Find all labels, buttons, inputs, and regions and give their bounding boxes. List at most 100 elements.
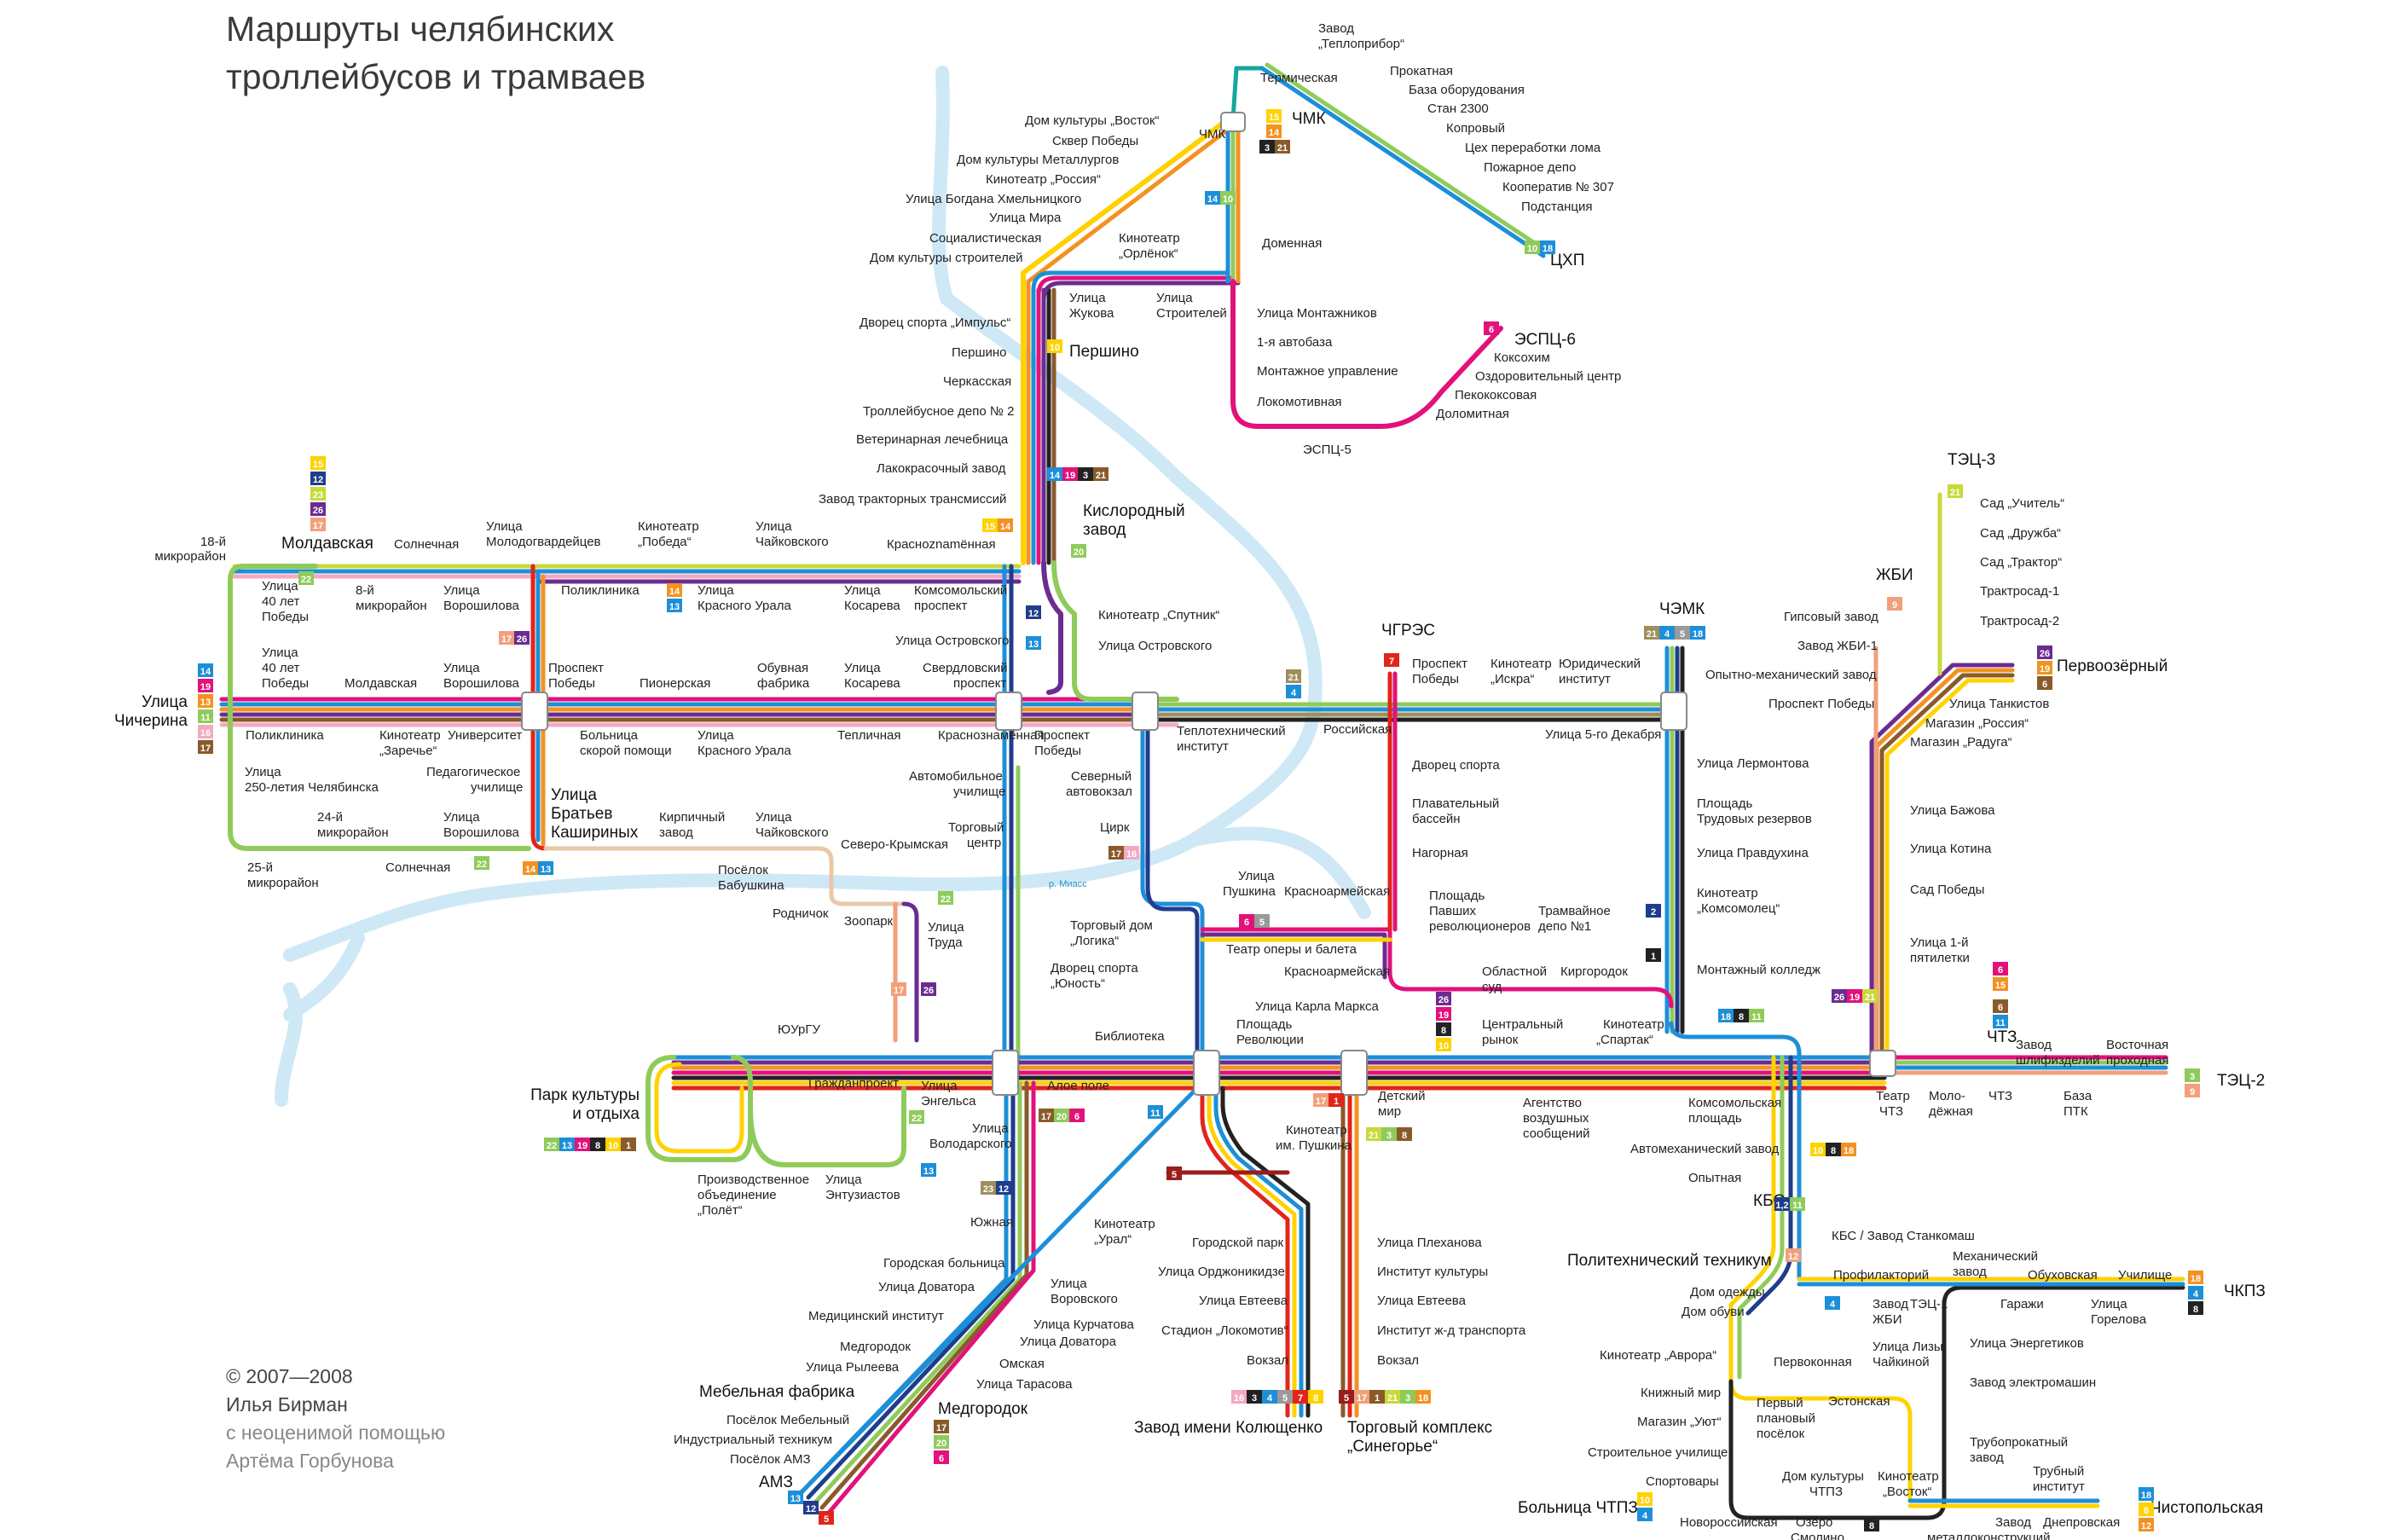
station-label: Больница xyxy=(580,728,639,743)
svg-text:18: 18 xyxy=(1693,629,1703,640)
station-label: Агентство xyxy=(1523,1096,1582,1110)
station-label: Красноармейская xyxy=(1284,964,1390,979)
svg-text:3: 3 xyxy=(2190,1072,2195,1082)
station-label: институт xyxy=(1177,739,1229,754)
station-label: Улица Евтеева xyxy=(1199,1294,1288,1308)
svg-text:10: 10 xyxy=(1640,1496,1650,1506)
station-label: пятилетки xyxy=(1910,951,1970,965)
station-label: „Победа“ xyxy=(638,535,692,549)
svg-text:4: 4 xyxy=(1642,1511,1648,1521)
svg-text:15: 15 xyxy=(313,460,323,470)
station-label: База xyxy=(2064,1089,2093,1103)
station-label: Улица Доватора xyxy=(1020,1334,1117,1349)
station-label: Братьев xyxy=(551,805,612,823)
svg-text:15: 15 xyxy=(1269,113,1279,123)
station-label: Профилакторий xyxy=(1833,1268,1929,1282)
svg-text:13: 13 xyxy=(541,865,551,875)
svg-text:6: 6 xyxy=(1998,965,2003,976)
station-label: ЧКПЗ xyxy=(2224,1282,2266,1300)
station-label: Улица xyxy=(972,1121,1009,1136)
station-label: Улица Лизы xyxy=(1873,1340,1943,1354)
svg-text:21: 21 xyxy=(1387,1393,1398,1404)
svg-text:8: 8 xyxy=(1313,1393,1318,1404)
station-label: фабрика xyxy=(757,676,810,691)
station-label: „Искра“ xyxy=(1491,672,1535,686)
svg-text:17: 17 xyxy=(313,521,323,531)
station-label: Вокзал xyxy=(1377,1353,1419,1368)
station-label: центр xyxy=(967,836,1001,850)
station-label: Больница ЧТПЗ xyxy=(1518,1499,1638,1517)
station-label: Поликлиника xyxy=(246,728,324,743)
station-label: Улица xyxy=(443,810,480,825)
svg-text:3: 3 xyxy=(1083,471,1088,481)
station-label: Трудовых резервов xyxy=(1697,812,1812,826)
station-label: институт xyxy=(2033,1479,2085,1494)
station-label: микрорайон xyxy=(154,549,226,564)
svg-text:18: 18 xyxy=(1418,1393,1428,1404)
station-label: Кинотеатр xyxy=(1119,231,1180,246)
svg-text:18: 18 xyxy=(1844,1146,1854,1156)
svg-text:7: 7 xyxy=(1389,657,1394,667)
station-label: Улица xyxy=(245,765,281,779)
svg-text:4: 4 xyxy=(2193,1289,2199,1300)
station-label: „Спартак“ xyxy=(1596,1033,1653,1047)
station-label: микрорайон xyxy=(247,876,319,890)
station-label: ЧГРЭС xyxy=(1381,622,1435,640)
station-label: Красноармейская xyxy=(1284,884,1390,899)
station-label: Локомотивная xyxy=(1257,395,1342,409)
station-label: микрорайон xyxy=(317,825,389,840)
svg-text:17: 17 xyxy=(501,634,512,645)
station-label: ЧЭМК xyxy=(1659,600,1705,618)
station-label: Спортовары xyxy=(1646,1474,1719,1489)
station-label: Посёлок АМЗ xyxy=(730,1452,811,1467)
station-label: Городской парк xyxy=(1192,1236,1283,1250)
station-label: Нагорная xyxy=(1412,846,1468,860)
svg-text:9: 9 xyxy=(2190,1087,2195,1097)
svg-text:4: 4 xyxy=(1291,688,1297,698)
station-label: Улица xyxy=(698,728,734,743)
station-label: Улица Энергетиков xyxy=(1970,1336,2084,1351)
station-label: Трубный xyxy=(2033,1464,2084,1479)
station-label: посёлок xyxy=(1757,1427,1805,1441)
svg-text:6: 6 xyxy=(1244,918,1249,928)
svg-text:1: 1 xyxy=(1334,1097,1339,1107)
station-label: ЧТЗ xyxy=(1879,1104,1903,1119)
station-label: „Урал“ xyxy=(1094,1232,1132,1247)
svg-text:21: 21 xyxy=(1096,471,1106,481)
station-label: Сквер Победы xyxy=(1052,134,1138,148)
svg-text:1: 1 xyxy=(1375,1393,1380,1404)
station-label: Чайкиной xyxy=(1873,1355,1930,1369)
station-label: Красного Урала xyxy=(698,744,791,758)
station-label: Бабушкина xyxy=(718,878,784,893)
station-label: Победы xyxy=(548,676,595,691)
map-title: Маршруты челябинских троллейбусов и трам… xyxy=(226,5,645,101)
station-label: Улица xyxy=(443,583,480,598)
station-label: АМЗ xyxy=(759,1473,793,1491)
station-label: Улица xyxy=(142,693,188,711)
station-label: Дворец спорта „Импульс“ xyxy=(860,316,1010,330)
station-label: Площадь xyxy=(1236,1017,1292,1032)
svg-text:8: 8 xyxy=(595,1141,600,1151)
svg-text:16: 16 xyxy=(200,728,211,738)
station-label: Оздоровительный центр xyxy=(1475,369,1621,384)
svg-text:13: 13 xyxy=(669,602,680,612)
svg-text:1,2: 1,2 xyxy=(1775,1201,1788,1211)
station-label: революционеров xyxy=(1429,919,1531,934)
station-label: База оборудования xyxy=(1409,83,1525,97)
station-label: Гражданпроект xyxy=(808,1076,899,1091)
station-label: Улица Островского xyxy=(1098,639,1212,653)
svg-text:22: 22 xyxy=(941,894,951,905)
station-label: Первоозёрный xyxy=(2057,657,2168,675)
station-label: ЧТЗ xyxy=(1988,1089,2012,1103)
station-label: Алое поле xyxy=(1047,1079,1109,1093)
station-label: Поликлиника xyxy=(561,583,640,598)
station-label: Медицинский институт xyxy=(808,1309,944,1323)
station-label: Улица Островского xyxy=(895,634,1009,648)
station-label: Завод электромашин xyxy=(1970,1375,2096,1390)
svg-text:19: 19 xyxy=(2040,664,2050,674)
station-label: ЭСПЦ-6 xyxy=(1514,331,1576,349)
svg-text:12: 12 xyxy=(313,475,323,485)
station-label: „Логика“ xyxy=(1070,934,1119,948)
